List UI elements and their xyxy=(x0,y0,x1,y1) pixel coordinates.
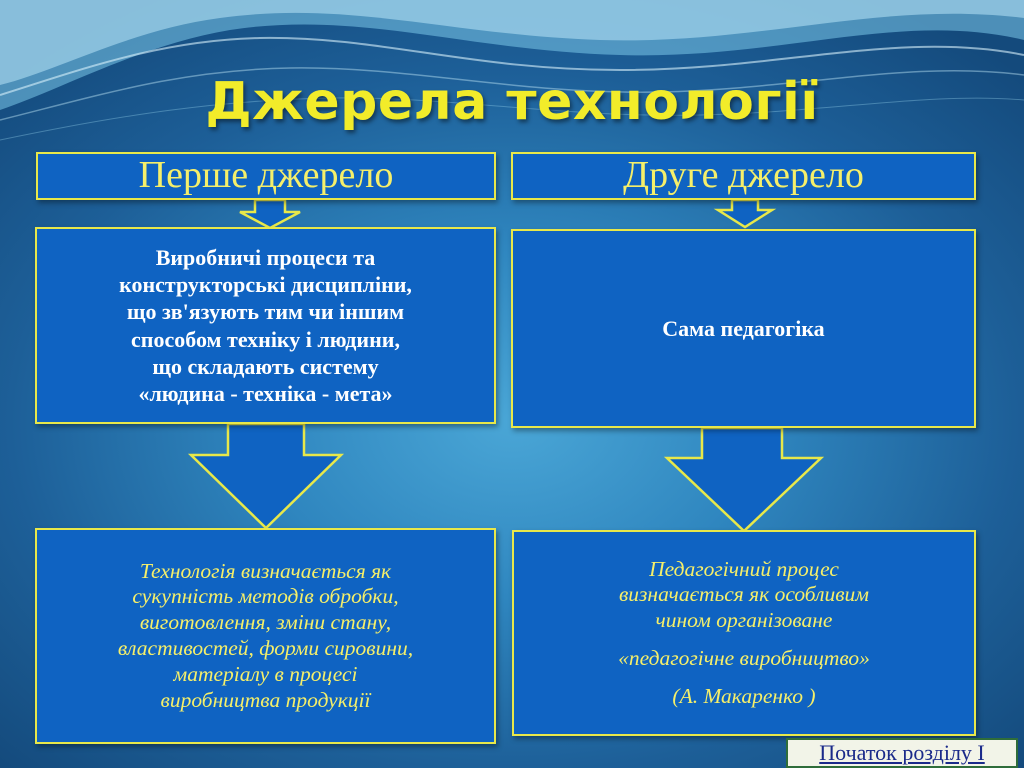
first-result-box: Технологія визначається як сукупність ме… xyxy=(35,528,496,744)
text-line: виробництва продукції xyxy=(160,687,371,712)
second-source-heading: Друге джерело xyxy=(511,152,976,200)
second-source-heading-text: Друге джерело xyxy=(623,154,864,196)
text-line: «людина - техніка - мета» xyxy=(138,381,393,407)
text-line: Виробничі процеси та xyxy=(155,244,376,270)
text-line: що складають систему xyxy=(152,353,379,379)
first-source-description: Виробничі процеси та конструкторські дис… xyxy=(35,227,496,424)
result-quote: «педагогічне виробництво» xyxy=(618,645,870,670)
text-line: Технологія визначається як xyxy=(139,558,392,583)
text-line: Педагогічний процес xyxy=(649,556,839,581)
big-arrow-left xyxy=(187,422,345,530)
section-start-link[interactable]: Початок розділу І xyxy=(786,738,1018,768)
second-result-box: Педагогічний процес визначається як особ… xyxy=(512,530,976,736)
result-author: (А. Макаренко ) xyxy=(672,683,816,708)
text-line: чином організоване xyxy=(655,608,833,633)
big-arrow-right xyxy=(663,426,825,533)
text-line: способом техніку і людини, xyxy=(131,326,400,352)
page-title: Джерела технології xyxy=(205,72,819,132)
second-source-description: Сама педагогіка xyxy=(511,229,976,428)
small-arrow-left xyxy=(239,198,301,230)
first-source-heading: Перше джерело xyxy=(36,152,496,200)
decorative-waves xyxy=(0,0,1024,141)
text-line: матеріалу в процесі xyxy=(173,661,358,686)
text-line: що зв'язують тим чи іншим xyxy=(126,299,405,325)
text-line: виготовлення, зміни стану, xyxy=(139,610,392,635)
text-line: сукупність методів обробки, xyxy=(132,584,399,609)
small-arrow-right xyxy=(713,198,777,229)
text-line: конструкторські дисципліни, xyxy=(119,271,412,297)
second-source-text: Сама педагогіка xyxy=(662,316,825,341)
text-line: властивостей, форми сировини, xyxy=(117,636,414,660)
first-source-heading-text: Перше джерело xyxy=(138,154,394,196)
text-line: визначається як особливим xyxy=(618,582,870,607)
